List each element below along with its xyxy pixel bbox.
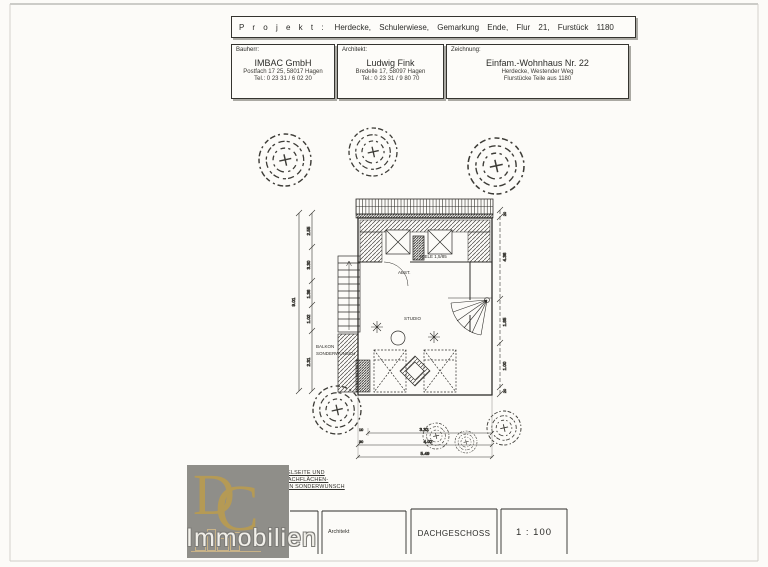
- drawing-scale: 1 : 100: [515, 527, 553, 538]
- drawing-title: DACHGESCHOSS: [417, 529, 491, 538]
- logo-wordmark: Immobilien: [186, 524, 317, 552]
- titleblock-lines: [290, 508, 568, 554]
- room-label-studio: STUDIO: [404, 316, 422, 321]
- note-line: FENSTER IST EIN SONDERWUNSCH: [245, 484, 345, 490]
- project-text: Herdecke, Schulerwiese, Gemarkung Ende, …: [334, 22, 614, 32]
- dimension-chain-right: 20 4.36 1.85 1.00 20: [496, 206, 507, 398]
- building: [337, 198, 494, 396]
- tree-symbol: [347, 126, 399, 178]
- dim-left-seg: 1.36: [306, 289, 311, 298]
- dim-right-seg: 20: [503, 389, 507, 393]
- room-label-abst: ABST.: [398, 270, 411, 275]
- dim-bottom-row: 5.49: [421, 451, 430, 456]
- drawing-name: Einfam.-Wohnhaus Nr. 22: [486, 58, 589, 68]
- drawing-label: Zeichnung:: [451, 47, 481, 53]
- dim-bottom-row: 4.02: [424, 439, 433, 444]
- dim-left-seg: 3.30: [306, 260, 311, 269]
- dimension-chain-left: 9.01 2.55 3.30 1.36 1.02 2.31: [291, 209, 316, 395]
- dim-left-seg: 2.31: [306, 357, 311, 366]
- logo-letter-d: D: [193, 462, 235, 527]
- tree-symbol: [257, 132, 313, 188]
- dimension-chain-bottom: 3.32 4.02 5.49 10 30: [355, 396, 495, 460]
- project-title-box: P r o j e k t : Herdecke, Schulerwiese, …: [231, 16, 636, 38]
- dim-bottom-row: 3.32: [420, 427, 429, 432]
- client-label: Bauherr:: [236, 47, 260, 53]
- dim-left-total: 9.01: [291, 297, 296, 306]
- client-box: Bauherr: IMBAC GmbH Postfach 17 25, 5801…: [231, 44, 335, 99]
- dim-left-seg: 1.02: [306, 314, 311, 323]
- dim-bottom-small: 10: [359, 428, 363, 432]
- architect-address: Bredelle 17, 58097 Hagen: [355, 69, 426, 75]
- architect-name: Ludwig Fink: [366, 58, 415, 68]
- tree-symbol: [311, 384, 363, 436]
- tree-symbol: [466, 136, 526, 196]
- dim-left-seg: 2.55: [306, 226, 311, 235]
- architect-label: Architekt:: [342, 47, 368, 53]
- balcony-label-line2: SONDERWUNSCH: [316, 351, 355, 356]
- architect-phone: Tel.: 0 23 31 / 9 80 70: [361, 76, 420, 82]
- dim-bottom-small: 30: [359, 440, 363, 444]
- dim-right-seg: 20: [503, 212, 507, 216]
- drawing-box: Zeichnung: Einfam.-Wohnhaus Nr. 22 Herde…: [446, 44, 629, 99]
- dim-right-seg: 4.36: [502, 252, 507, 261]
- client-name: IMBAC GmbH: [254, 58, 312, 68]
- dim-right-seg: 1.85: [502, 317, 507, 326]
- room-label-diele: DIELE 1,5/85: [420, 254, 447, 259]
- tree-symbol: [454, 430, 478, 454]
- balcony-label-line1: BALKON: [316, 344, 334, 349]
- tree-symbols: [257, 126, 526, 454]
- drawing-address: Herdecke, Westender Weg: [501, 69, 574, 75]
- titleblock-field-label: Architekt: [328, 529, 350, 535]
- client-phone: Tel.: 0 23 31 / 6 02 20: [254, 76, 312, 82]
- room-labels: DIELE 1,5/85 ABST. STUDIO BALKON SONDERW…: [316, 254, 447, 356]
- dim-right-seg: 1.00: [502, 361, 507, 370]
- project-label: P r o j e k t :: [239, 22, 327, 32]
- company-logo: D C: [187, 462, 289, 558]
- drawing-parcel: Flurstücke Teile aus 1180: [503, 76, 572, 82]
- architect-box: Architekt: Ludwig Fink Bredelle 17, 5809…: [337, 44, 444, 99]
- page-frame: [9, 3, 759, 562]
- skyline-icon: [191, 525, 261, 552]
- client-address: Postfach 17 25, 58017 Hagen: [243, 69, 323, 75]
